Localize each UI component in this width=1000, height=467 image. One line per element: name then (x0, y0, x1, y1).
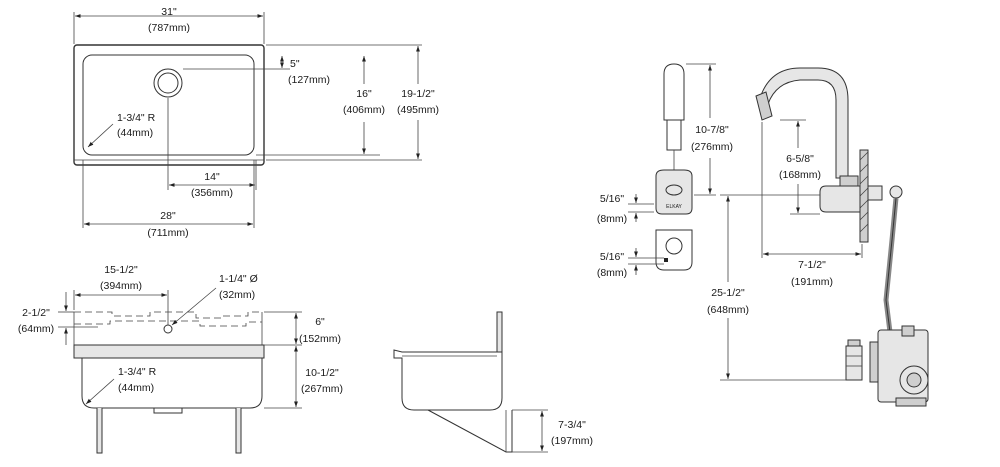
front-radius-mm: (44mm) (118, 382, 154, 394)
front-radius-inch: 1-3/4" R (118, 366, 157, 378)
drain-offset-inch: 5" (290, 58, 300, 70)
spout-aerator (755, 91, 773, 121)
sink-rim-outline (73, 44, 265, 166)
bowl-width-mm: (711mm) (147, 227, 188, 239)
inlet-fitting (845, 345, 863, 381)
faucet-base-body (819, 185, 861, 213)
side-bowl (393, 349, 503, 411)
bowl-depth-mm: (406mm) (343, 104, 385, 116)
top-radius-inch: 1-3/4" R (117, 112, 156, 124)
faucet-sensor-eye (665, 184, 683, 196)
drain-diameter-leader (171, 287, 217, 326)
sink-front-view: 15-1/2" (394mm) 1-1/4" Ø (32mm) 2-1/2" (… (18, 264, 343, 454)
backsplash-height-inch: 6" (315, 316, 325, 328)
drain-diameter-mm: (32mm) (219, 289, 255, 301)
spout-clearance-mm: (168mm) (779, 169, 821, 181)
spout-reach-mm: (191mm) (791, 276, 833, 288)
deck-height-inch: 2-1/2" (22, 307, 50, 319)
drain-outer (153, 68, 183, 98)
drain-to-edge-mm: (356mm) (191, 187, 233, 199)
backsplash-hidden-line (74, 311, 262, 319)
faucet-plate (655, 229, 693, 271)
side-bracket (427, 409, 513, 453)
bowl-height-inch: 10-1/2" (305, 367, 339, 379)
sink-rim-front (73, 344, 265, 359)
bowl-depth-inch: 16" (356, 88, 372, 100)
sink-top-view: 31" (787mm) 5" (127mm) 16" (406mm) 19-1/… (73, 6, 439, 239)
spout-reach-inch: 7-1/2" (798, 259, 826, 271)
drain-to-edge-inch: 14" (204, 171, 220, 183)
plate-offset-mm: (8mm) (597, 267, 627, 279)
mount-height-inch: 25-1/2" (711, 287, 745, 299)
supply-fitting (889, 185, 903, 199)
drain-offset-mm: (127mm) (288, 74, 330, 86)
faucet-sensor-body (655, 169, 693, 215)
faucet-brand-mark: ELKAY (666, 204, 682, 210)
drain-inner (157, 72, 179, 94)
valve-dial (899, 365, 929, 395)
faucet-side-view: 6-5/8" (168mm) 7-1/2" (191mm) 25-1/2" (6… (707, 67, 929, 407)
sink-bowl-outline (82, 54, 255, 156)
faucet-spout-front (663, 63, 685, 121)
spout-height-inch: 10-7/8" (695, 124, 729, 136)
side-backsplash (496, 311, 503, 353)
spout-clearance-inch: 6-5/8" (786, 153, 814, 165)
overall-width-mm: (787mm) (148, 22, 190, 34)
sensor-offset-inch: 5/16" (600, 193, 624, 205)
thermostatic-valve (877, 329, 929, 403)
overall-width-inch: 31" (161, 6, 177, 18)
drain-position-inch: 15-1/2" (104, 264, 138, 276)
backsplash-height-mm: (152mm) (299, 333, 341, 345)
bowl-height-mm: (267mm) (301, 383, 343, 395)
front-drain-circle (163, 324, 173, 334)
bowl-width-inch: 28" (160, 210, 176, 222)
deck-height-mm: (64mm) (18, 323, 54, 335)
drain-position-mm: (394mm) (100, 280, 142, 292)
bracket-height-mm: (197mm) (551, 435, 593, 447)
faucet-front-view: ELKAY 10-7/8" (276mm) 5/16" (8mm) 5/16" … (597, 63, 733, 279)
sensor-offset-mm: (8mm) (597, 213, 627, 225)
overall-depth-inch: 19-1/2" (401, 88, 435, 100)
drain-diameter-inch: 1-1/4" Ø (219, 273, 258, 285)
spout-height-mm: (276mm) (691, 141, 733, 153)
front-right-leg (235, 408, 242, 454)
sink-side-view: 7-3/4" (197mm) (393, 311, 593, 453)
bracket-height-inch: 7-3/4" (558, 419, 586, 431)
plate-offset-inch: 5/16" (600, 251, 624, 263)
front-left-leg (96, 408, 103, 454)
overall-depth-mm: (495mm) (397, 104, 439, 116)
front-drain-outlet (153, 408, 183, 414)
mount-height-mm: (648mm) (707, 304, 749, 316)
top-radius-mm: (44mm) (117, 127, 153, 139)
top-radius-leader (87, 123, 114, 148)
sink-bowl-front (81, 358, 263, 409)
